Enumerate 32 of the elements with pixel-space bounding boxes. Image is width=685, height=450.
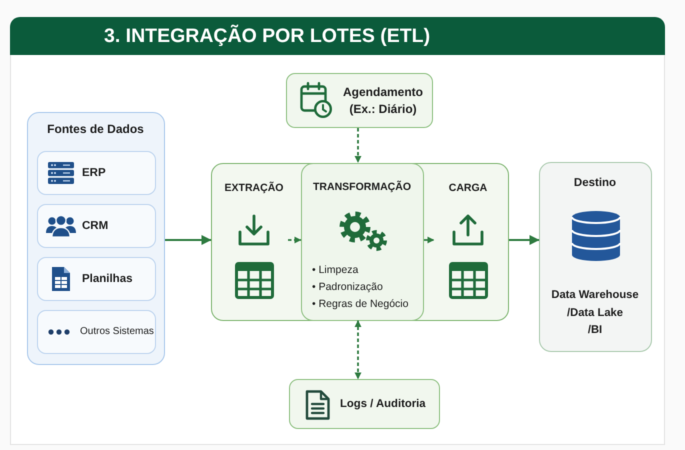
stage-title: EXTRAÇÃO xyxy=(224,182,284,195)
etl-container xyxy=(211,163,509,321)
dashed-arrow xyxy=(288,236,302,244)
log-box xyxy=(289,379,440,429)
node-label: ERP xyxy=(82,166,106,180)
diagram-title: 3. INTEGRAÇÃO POR LOTES (ETL) xyxy=(104,24,430,49)
source-card xyxy=(37,151,156,195)
arrow xyxy=(509,235,540,245)
source-card xyxy=(37,310,156,354)
bullet-item: • Limpeza xyxy=(312,262,358,278)
dashed-arrow xyxy=(354,320,362,380)
node-label: Outros Sistemas xyxy=(80,326,154,338)
node-label: CRM xyxy=(82,219,108,233)
source-card xyxy=(37,257,156,301)
node-label: Data Warehouse /Data Lake /BI xyxy=(550,288,640,338)
panel-title: Destino xyxy=(572,176,618,190)
source-card xyxy=(37,204,156,248)
node-label: Logs / Auditoria xyxy=(340,397,426,411)
dashed-arrow xyxy=(354,128,362,163)
sources-panel xyxy=(27,112,165,365)
bullet-item: • Regras de Negócio xyxy=(312,296,408,312)
destination-panel xyxy=(539,162,652,352)
bullet-item: • Padronização xyxy=(312,280,383,294)
transform-panel xyxy=(301,162,424,320)
stage-title: TRANSFORMAÇÃO xyxy=(312,180,412,194)
node-label: Planilhas xyxy=(82,272,132,286)
stage-title: CARGA xyxy=(448,182,488,195)
node-label: Agendamento (Ex.: Diário) xyxy=(342,84,424,118)
dashed-arrow xyxy=(424,236,434,244)
schedule-box xyxy=(286,73,433,128)
arrow xyxy=(165,235,212,245)
panel-title: Fontes de Dados xyxy=(46,122,145,136)
